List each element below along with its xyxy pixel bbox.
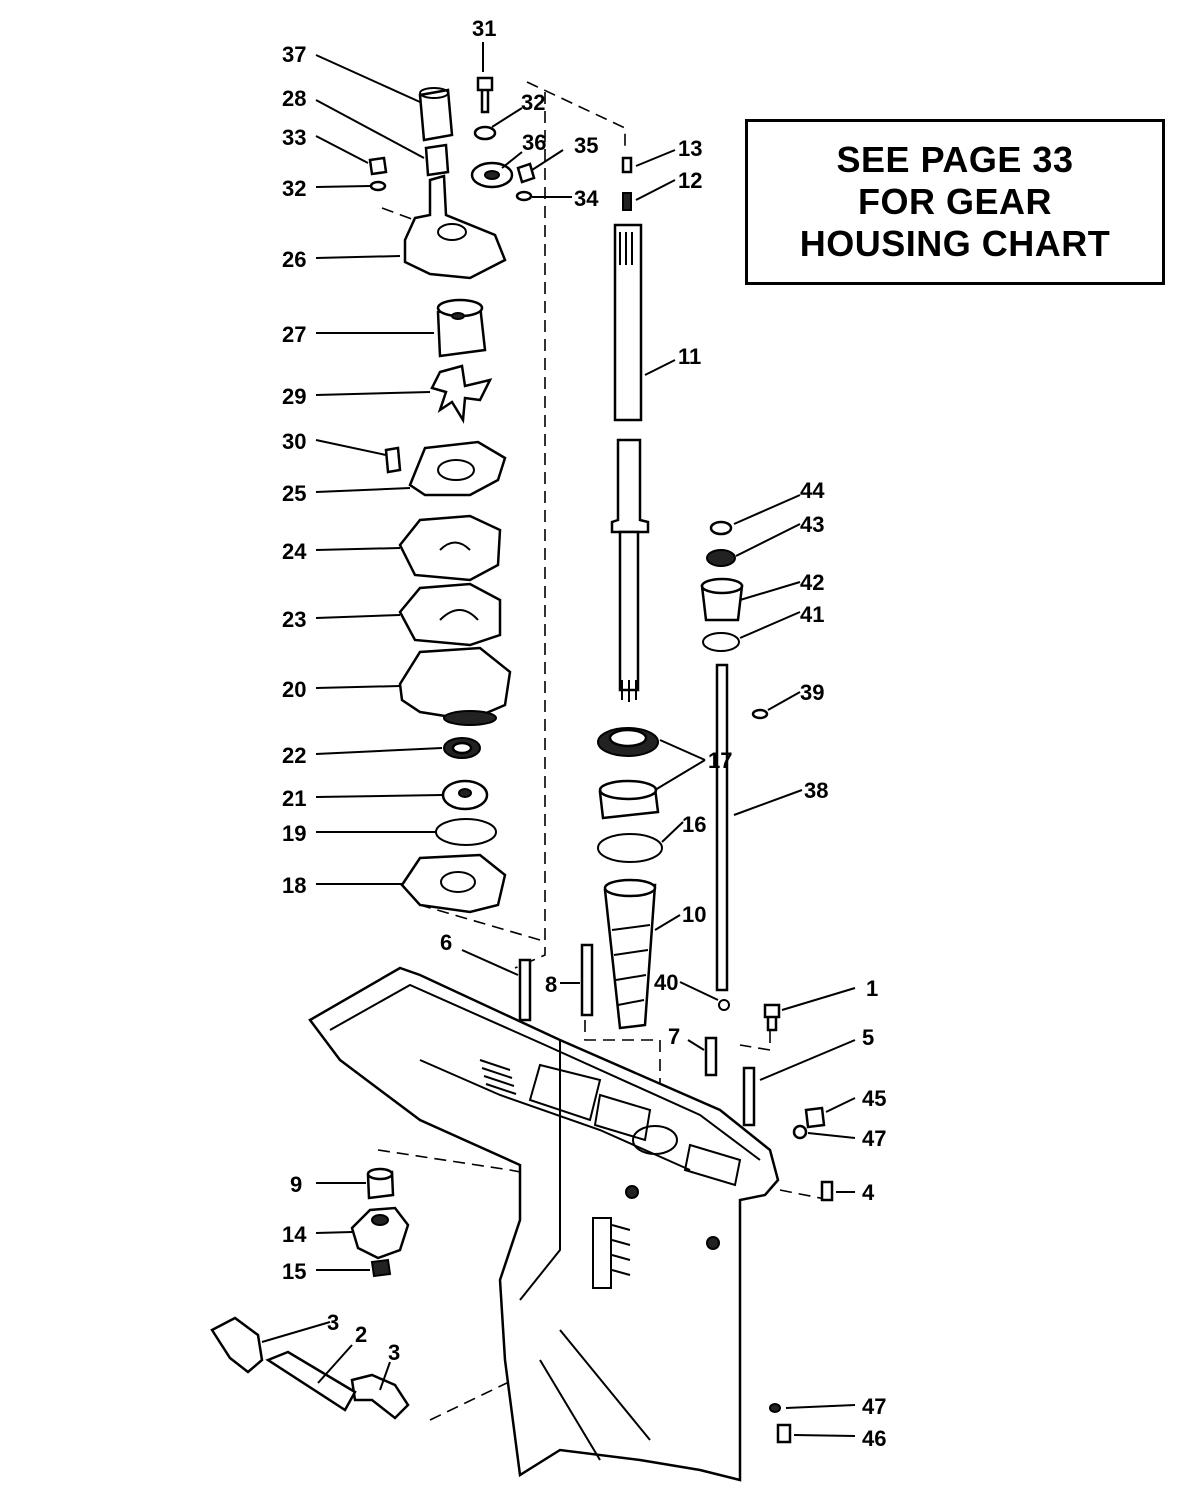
callout-31: 31	[472, 16, 496, 41]
callout-44: 44	[800, 478, 825, 503]
callout-42: 42	[800, 570, 824, 595]
callout-37: 37	[282, 42, 306, 67]
callout-43: 43	[800, 512, 824, 537]
callout-32a: 32	[521, 90, 545, 115]
callout-26: 26	[282, 247, 306, 272]
callout-19: 19	[282, 821, 306, 846]
reference-note-box: SEE PAGE 33 FOR GEAR HOUSING CHART	[745, 119, 1165, 285]
callout-34: 34	[574, 186, 599, 211]
callout-14: 14	[282, 1222, 307, 1247]
callout-22: 22	[282, 743, 306, 768]
callout-5: 5	[862, 1025, 874, 1050]
callout-27: 27	[282, 322, 306, 347]
callout-4: 4	[862, 1180, 875, 1205]
callout-21: 21	[282, 786, 306, 811]
callout-36: 36	[522, 130, 546, 155]
callout-labels: 1 2 3 3 4 5 6 7 8 9 10 11 12 13 14 15 16…	[282, 16, 886, 1451]
callout-2: 2	[355, 1322, 367, 1347]
callout-33: 33	[282, 125, 306, 150]
callout-46: 46	[862, 1426, 886, 1451]
callout-15: 15	[282, 1259, 306, 1284]
callout-1: 1	[866, 976, 878, 1001]
note-line-3: HOUSING CHART	[799, 223, 1111, 264]
callout-47a: 47	[862, 1126, 886, 1151]
callout-40: 40	[654, 970, 678, 995]
callout-17: 17	[708, 748, 732, 773]
callout-6: 6	[440, 930, 452, 955]
callout-29: 29	[282, 384, 306, 409]
callout-9: 9	[290, 1172, 302, 1197]
callout-18: 18	[282, 873, 306, 898]
callout-47b: 47	[862, 1394, 886, 1419]
note-line-1: SEE PAGE 33	[836, 139, 1074, 180]
callout-25: 25	[282, 481, 306, 506]
callout-32b: 32	[282, 176, 306, 201]
callout-16: 16	[682, 812, 706, 837]
shift-parts	[518, 520, 834, 1444]
callout-12: 12	[678, 168, 702, 193]
leader-lines	[261, 42, 856, 1437]
callout-10: 10	[682, 902, 706, 927]
callout-7: 7	[668, 1024, 680, 1049]
callout-20: 20	[282, 677, 306, 702]
callout-39: 39	[800, 680, 824, 705]
gear-and-hose-parts	[210, 1167, 410, 1420]
callout-38: 38	[804, 778, 828, 803]
callout-45: 45	[862, 1086, 886, 1111]
callout-35: 35	[574, 133, 598, 158]
callout-30: 30	[282, 429, 306, 454]
callout-8: 8	[545, 972, 557, 997]
driveshaft-parts	[597, 156, 663, 1030]
callout-24: 24	[282, 539, 307, 564]
callout-41: 41	[800, 602, 824, 627]
callout-23: 23	[282, 607, 306, 632]
note-line-2: FOR GEAR	[857, 181, 1052, 222]
callout-3b: 3	[388, 1340, 400, 1365]
water-pump-parts	[368, 76, 536, 914]
callout-28: 28	[282, 86, 306, 111]
gear-housing	[308, 966, 780, 1482]
callout-11: 11	[678, 344, 701, 369]
callout-13: 13	[678, 136, 702, 161]
callout-3a: 3	[327, 1310, 339, 1335]
